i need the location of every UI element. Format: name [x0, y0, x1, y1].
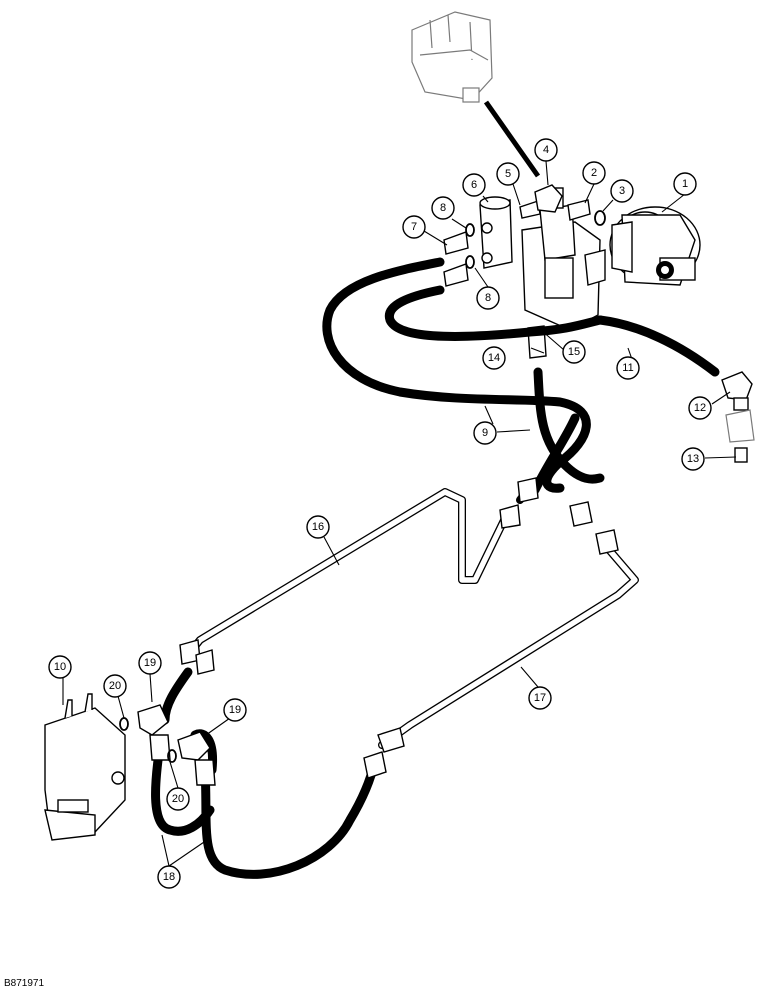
- svg-text:15: 15: [568, 346, 580, 358]
- svg-text:8: 8: [440, 202, 446, 214]
- svg-text:3: 3: [619, 185, 625, 197]
- svg-text:13: 13: [687, 453, 699, 465]
- callout-6: 6: [462, 173, 486, 197]
- hydraulic-pump: [609, 206, 701, 286]
- svg-text:19: 19: [229, 704, 241, 716]
- upper-valve-body: [411, 11, 541, 178]
- svg-text:8: 8: [485, 292, 491, 304]
- callout-12: 12: [688, 396, 712, 420]
- fittings-upper: [443, 184, 755, 463]
- callout-19-left: 19: [138, 651, 162, 675]
- svg-text:19: 19: [144, 657, 156, 669]
- svg-text:11: 11: [622, 362, 633, 374]
- svg-text:10: 10: [54, 661, 66, 673]
- fittings-lower: [119, 477, 619, 786]
- callout-4: 4: [534, 138, 558, 162]
- svg-text:12: 12: [694, 402, 706, 414]
- svg-text:1: 1: [682, 178, 688, 190]
- manifold-tee: [479, 196, 513, 269]
- callout-13: 13: [681, 447, 705, 471]
- callout-14: 14: [482, 346, 506, 370]
- lower-hoses: [151, 667, 380, 879]
- svg-text:9: 9: [482, 427, 488, 439]
- callout-2: 2: [582, 161, 606, 185]
- svg-text:2: 2: [591, 167, 597, 179]
- svg-text:14: 14: [488, 352, 500, 364]
- valve-block: [521, 187, 606, 331]
- callout-20-top: 20: [103, 674, 127, 698]
- callout-19-right: 19: [223, 698, 247, 722]
- rigid-tubes: [184, 488, 639, 749]
- callout-15: 15: [562, 340, 586, 364]
- svg-text:6: 6: [471, 179, 477, 191]
- callout-5: 5: [496, 162, 520, 186]
- callout-20-bottom: 20: [166, 787, 190, 811]
- svg-text:18: 18: [163, 871, 175, 883]
- upper-hoses: [322, 257, 720, 495]
- svg-text:7: 7: [411, 221, 417, 233]
- svg-text:17: 17: [534, 692, 546, 704]
- callout-3: 3: [610, 179, 634, 203]
- svg-text:4: 4: [543, 144, 549, 156]
- leader-lines: [62, 160, 737, 867]
- callout-8-top: 8: [431, 196, 455, 220]
- callout-1: 1: [673, 172, 697, 196]
- callout-10: 10: [48, 655, 72, 679]
- figure-id: B871971: [4, 978, 45, 989]
- callout-18: 18: [157, 865, 181, 889]
- callout-16: 16: [306, 515, 330, 539]
- svg-text:20: 20: [109, 680, 121, 692]
- callout-11: 11: [616, 356, 640, 380]
- svg-text:16: 16: [312, 521, 324, 533]
- callout-8-bottom: 8: [476, 286, 500, 310]
- callout-17: 17: [528, 686, 552, 710]
- svg-text:5: 5: [505, 168, 511, 180]
- svg-text:20: 20: [172, 793, 184, 805]
- callout-9: 9: [473, 421, 497, 445]
- control-valve: [44, 693, 126, 841]
- callout-7: 7: [402, 215, 426, 239]
